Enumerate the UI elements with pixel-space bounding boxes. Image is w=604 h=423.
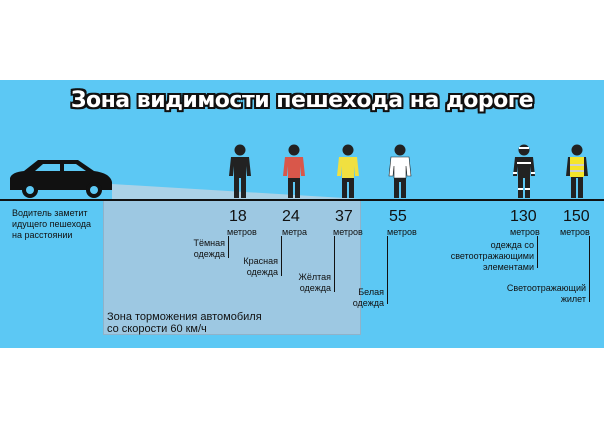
clothing-label-reflective-elements: одежда со светоотражающими элементами — [450, 240, 534, 272]
clothing-label-dark: Тёмная одежда — [193, 238, 225, 259]
pointer-line — [537, 236, 538, 268]
pedestrian-white-icon — [388, 144, 412, 198]
pedestrian-dark-icon — [229, 144, 251, 198]
page-title: Зона видимости пешехода на дороге — [70, 88, 534, 113]
pedestrian-red-icon — [283, 144, 305, 198]
clothing-label-reflective-vest: Светоотражающий жилет — [506, 283, 586, 304]
distance-unit: метров — [560, 227, 590, 237]
pointer-line — [387, 236, 388, 304]
distance-value-150: 150 — [563, 208, 590, 225]
pedestrian-reflective-elements-icon — [513, 144, 535, 198]
clothing-label-yellow: Жёлтая одежда — [298, 272, 331, 293]
distance-unit: метра — [282, 227, 308, 237]
pointer-line — [589, 236, 590, 302]
pedestrian-reflective-vest-icon — [566, 144, 588, 198]
distance-value-18: 18 — [229, 208, 247, 225]
car-icon — [10, 160, 112, 198]
pointer-line — [228, 236, 229, 258]
distance-value-130: 130 — [510, 208, 537, 225]
distance-unit: метров — [510, 227, 540, 237]
pointer-line — [334, 236, 335, 292]
distance-unit: метров — [387, 227, 417, 237]
clothing-label-red: Красная одежда — [243, 256, 278, 277]
road-line — [0, 199, 604, 201]
driver-note: Водитель заметит идущего пешехода на рас… — [12, 208, 92, 240]
pointer-line — [281, 236, 282, 276]
distance-value-24: 24 — [282, 208, 300, 225]
pedestrian-yellow-icon — [337, 144, 359, 198]
braking-zone — [103, 199, 361, 335]
distance-value-55: 55 — [389, 208, 407, 225]
braking-zone-label: Зона торможения автомобиля со скорости 6… — [107, 311, 262, 335]
distance-value-37: 37 — [335, 208, 353, 225]
distance-unit: метров — [333, 227, 363, 237]
clothing-label-white: Белая одежда — [352, 287, 384, 308]
distance-unit: метров — [227, 227, 257, 237]
